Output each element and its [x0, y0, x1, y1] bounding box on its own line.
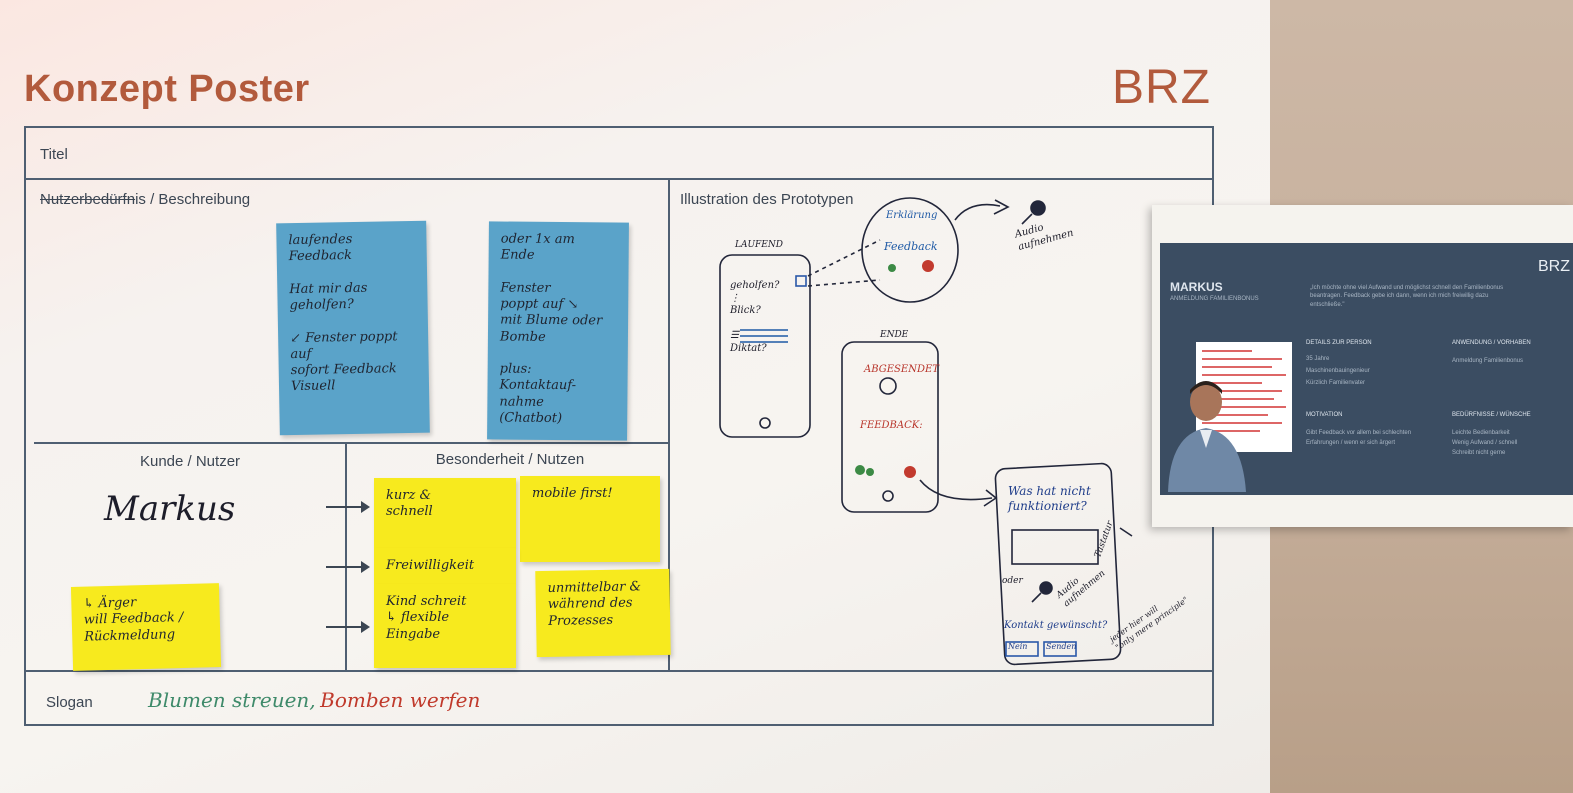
persona-anwendung-heading: ANWENDUNG / VORHABEN	[1452, 340, 1531, 346]
concept-poster: Konzept Poster BRZ Titel Nutzerbedürfnis…	[0, 0, 1270, 793]
persona-bedurfnisse-heading: BEDÜRFNISSE / WÜNSCHE	[1452, 412, 1531, 418]
arrow-kurz	[326, 501, 370, 513]
sketch-phone-detail-title: Was hat nicht funktioniert?	[1008, 484, 1091, 513]
sticky-note-yellow-kind: Kind schreit ↳ flexible Eingabe	[374, 584, 516, 668]
customer-name: Markus	[104, 489, 236, 529]
sketch-phone-detail-contact: Kontakt gewünscht?	[1004, 620, 1108, 631]
sticky-note-blue-ende: oder 1x am Ende Fenster poppt auf ↘ mit …	[487, 221, 629, 441]
persona-motivation-2: Erfahrungen / wenn er sich ärgert	[1306, 440, 1396, 446]
persona-anwendung-text: Anmeldung Familienbonus	[1452, 358, 1524, 364]
sketch-phone-detail-send: Senden	[1046, 642, 1077, 651]
persona-photo	[1168, 381, 1246, 492]
grid-divider-kunde	[345, 442, 347, 670]
persona-brand: BRZ	[1538, 258, 1570, 275]
sticky-note-yellow-unmittelbar: unmittelbar & während des Prozesses	[535, 568, 671, 658]
sticky-note-yellow-freiwillig: Freiwilligkeit	[374, 548, 516, 584]
section-label-need-rest: is / Beschreibung	[135, 191, 251, 208]
sketch-phone-ende-status: ABGESENDET	[864, 364, 939, 375]
section-label-slogan: Slogan	[46, 694, 93, 711]
section-label-illustration: Illustration des Prototypen	[680, 191, 854, 208]
section-label-besonderheit: Besonderheit / Nutzen	[435, 451, 585, 468]
sketch-label-laufend: LAUFEND	[735, 240, 783, 250]
sticky-note-yellow-mobile: mobile first!	[520, 476, 660, 562]
slogan-part-red: Bomben werfen	[320, 688, 481, 712]
persona-detail-3: Kürzlich Familienvater	[1306, 380, 1366, 386]
persona-details-heading: DETAILS ZUR PERSON	[1306, 340, 1372, 346]
persona-name: MARKUS	[1170, 280, 1223, 294]
prototype-sketch	[719, 197, 1133, 666]
grid-divider-need	[34, 442, 670, 444]
sticky-note-yellow-anger: ↳ Ärger will Feedback / Rückmeldung	[70, 583, 222, 671]
poster-title: Konzept Poster	[24, 68, 310, 110]
sketch-phone-laufend	[719, 254, 811, 438]
section-label-titel: Titel	[40, 146, 68, 163]
grid-divider-slogan	[24, 670, 1214, 672]
persona-motivation-1: Gibt Feedback vor allem bei schlechten	[1306, 430, 1412, 436]
sketch-phone-ende-feedback: FEEDBACK:	[860, 420, 923, 431]
arrow-kind	[326, 621, 370, 633]
sketch-label-ende: ENDE	[880, 330, 909, 340]
sketch-phone-laufend-text: geholfen? ⋮ Blick? ☰ Diktat?	[730, 280, 780, 354]
persona-detail-2: Maschinenbauingenieur	[1306, 368, 1370, 374]
sketch-phone-ende	[841, 341, 939, 513]
slogan-part-green: Blumen streuen,	[148, 688, 316, 712]
persona-quote: „Ich möchte ohne viel Aufwand und möglic…	[1310, 285, 1504, 308]
persona-subtitle: ANMELDUNG FAMILIENBONUS	[1170, 296, 1259, 302]
arrow-freiwillig	[326, 561, 370, 573]
sketch-phone-detail-or: oder	[1002, 576, 1023, 586]
grid-divider-illustration	[668, 178, 670, 670]
persona-motivation-heading: MOTIVATION	[1306, 412, 1343, 418]
persona-bedurfnis-3: Schreibt nicht gerne	[1452, 450, 1506, 456]
section-label-need: Nutzerbedürfnis / Beschreibung	[40, 191, 250, 208]
sketch-bubble-erklarung: Erklärung	[886, 210, 938, 221]
persona-detail-1: 35 Jahre	[1306, 356, 1330, 362]
brand-logo: BRZ	[1112, 61, 1211, 114]
sketch-bubble-feedback: Feedback	[884, 240, 938, 253]
persona-bedurfnis-1: Leichte Bedienbarkeit	[1452, 430, 1510, 436]
sticky-note-yellow-kurz: kurz & schnell	[374, 478, 516, 548]
grid-divider-title	[24, 178, 1214, 180]
slogan-text: Blumen streuen, Bomben werfen	[148, 688, 480, 712]
sketch-phone-detail	[994, 462, 1122, 666]
sketch-phone-detail-no: Nein	[1008, 642, 1028, 651]
sketch-bubble	[861, 197, 959, 303]
section-label-need-struck: Nutzerbedürfn	[40, 191, 136, 208]
section-label-kunde: Kunde / Nutzer	[139, 453, 241, 470]
persona-bedurfnis-2: Wenig Aufwand / schnell	[1452, 440, 1518, 446]
sticky-note-blue-laufend: laufendes Feedback Hat mir das geholfen?…	[276, 220, 430, 436]
